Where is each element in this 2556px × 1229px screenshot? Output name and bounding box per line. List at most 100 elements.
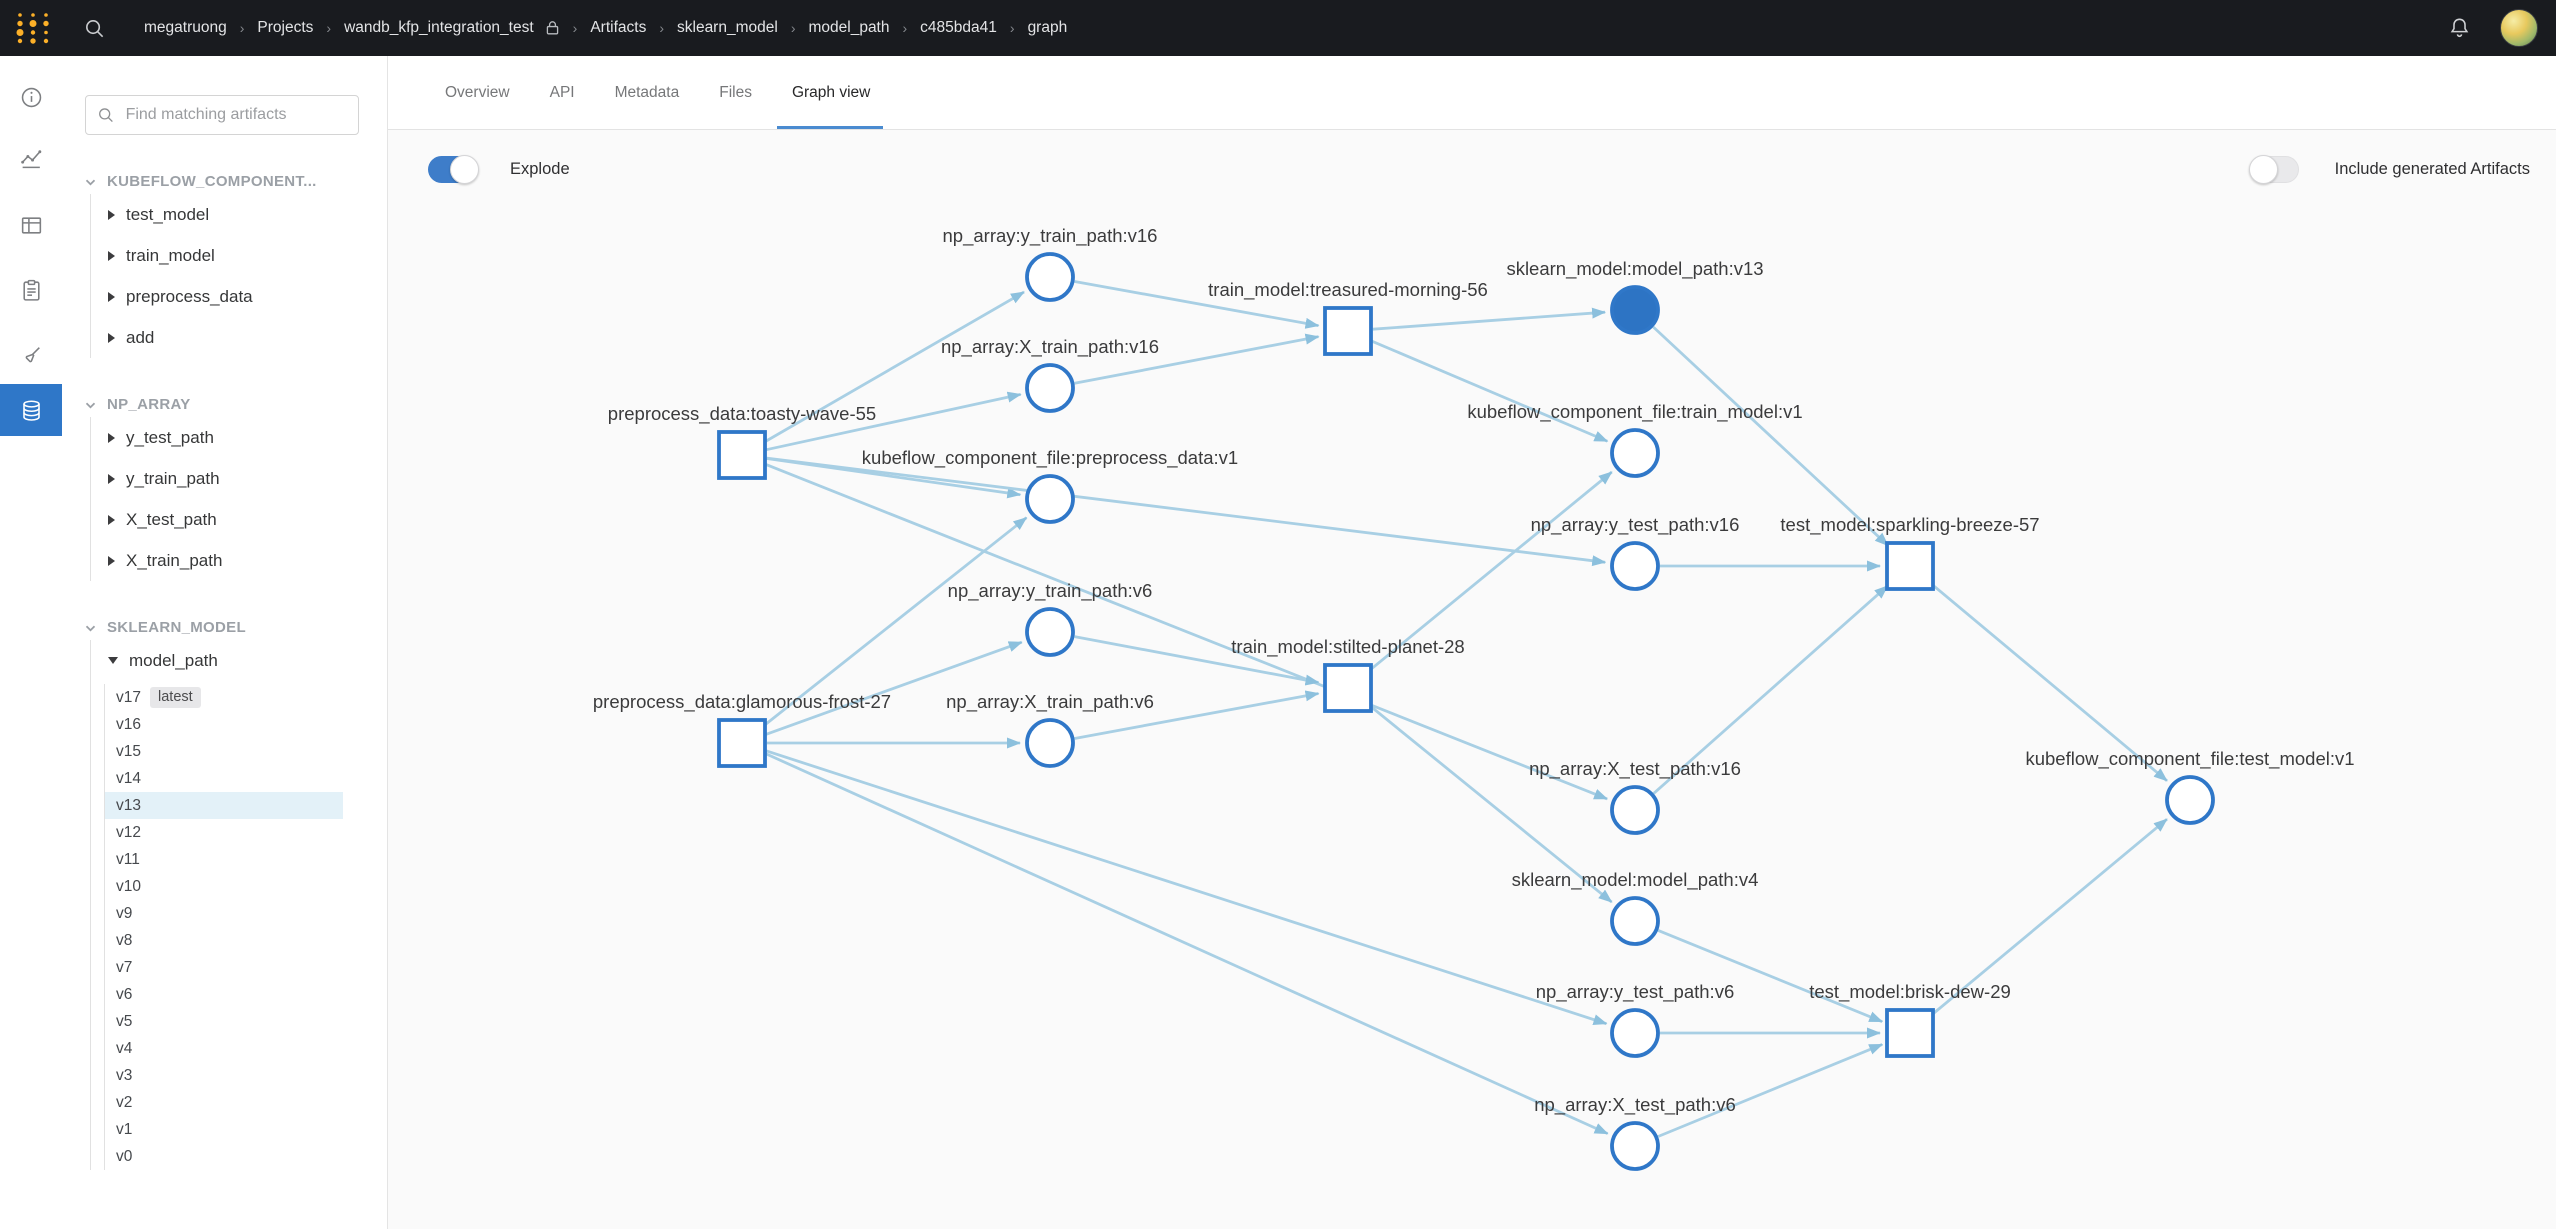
graph-node-stilted[interactable] [1323, 663, 1373, 713]
artifact-search-box[interactable] [85, 95, 359, 135]
graph-node-y_test16[interactable] [1610, 541, 1660, 591]
artifact-sidebar: KUBEFLOW_COMPONENT...test_model train_mod… [62, 56, 388, 1229]
graph-node-glamorous[interactable] [717, 718, 767, 768]
version-row[interactable]: v1 [105, 1116, 343, 1143]
artifact-type-header[interactable]: KUBEFLOW_COMPONENT... [85, 168, 387, 194]
version-row[interactable]: v7 [105, 954, 343, 981]
user-avatar[interactable] [2500, 9, 2538, 47]
rail-item-broom[interactable] [0, 330, 62, 380]
artifact-collection-item[interactable]: train_model [91, 235, 387, 276]
version-row[interactable]: v3 [105, 1062, 343, 1089]
breadcrumb-item[interactable]: Projects [257, 19, 314, 36]
version-row[interactable]: v4 [105, 1035, 343, 1062]
rail-item-clipboard[interactable] [0, 265, 62, 315]
tab-files[interactable]: Files [719, 83, 752, 101]
breadcrumb-separator: › [902, 20, 908, 36]
search-icon[interactable] [83, 17, 106, 40]
breadcrumb-item[interactable]: model_path [808, 19, 890, 36]
breadcrumb-item[interactable]: sklearn_model [677, 19, 778, 36]
artifact-collection-item[interactable]: preprocess_data [91, 276, 387, 317]
graph-node-X_test6[interactable] [1610, 1121, 1660, 1171]
version-row[interactable]: v14 [105, 765, 343, 792]
graph-edge [1074, 280, 1320, 329]
version-row[interactable]: v0 [105, 1143, 343, 1170]
include-generated-toggle[interactable] [2248, 155, 2299, 184]
rail-item-info[interactable] [0, 72, 62, 122]
graph-node-label: np_array:y_train_path:v6 [948, 580, 1153, 602]
artifact-search-input[interactable] [123, 105, 347, 125]
breadcrumb-item[interactable]: megatruong [144, 19, 227, 36]
graph-edge [1928, 580, 2168, 782]
graph-node-y_train6[interactable] [1025, 607, 1075, 657]
tab-overview[interactable]: Overview [445, 83, 510, 101]
artifact-collection-label: model_path [129, 650, 218, 670]
artifact-collection-item[interactable]: y_test_path [91, 417, 387, 458]
version-row[interactable]: v16 [105, 711, 343, 738]
artifact-collection-item[interactable]: test_model [91, 194, 387, 235]
breadcrumb-item[interactable]: Artifacts [590, 19, 647, 36]
artifact-collection-item[interactable]: X_test_path [91, 499, 387, 540]
graph-node-X_train6[interactable] [1025, 718, 1075, 768]
version-row[interactable]: v11 [105, 846, 343, 873]
version-label: v4 [116, 1039, 133, 1057]
version-row[interactable]: v15 [105, 738, 343, 765]
graph-node-test_v1[interactable] [2165, 775, 2215, 825]
tab-metadata[interactable]: Metadata [614, 83, 680, 101]
artifact-type-header[interactable]: SKLEARN_MODEL [85, 614, 387, 640]
rail-item-chart[interactable] [0, 133, 62, 183]
artifact-type-header[interactable]: NP_ARRAY [85, 391, 387, 417]
graph-node-mp_v4[interactable] [1610, 896, 1660, 946]
version-row[interactable]: v6 [105, 981, 343, 1008]
artifact-collection-item[interactable]: X_train_path [91, 540, 387, 581]
version-row[interactable]: v12 [105, 819, 343, 846]
triangle-right-icon [108, 514, 115, 525]
triangle-right-icon [108, 291, 115, 302]
graph-node-label: np_array:X_train_path:v16 [941, 336, 1159, 358]
version-row[interactable]: v13 [105, 792, 343, 819]
tab-graph-view[interactable]: Graph view [776, 56, 884, 129]
rail-item-database[interactable] [0, 384, 62, 436]
rail-item-table[interactable] [0, 200, 62, 250]
tab-api[interactable]: API [549, 83, 575, 101]
graph-edge [766, 391, 1022, 452]
graph-node-brisk[interactable] [1885, 1008, 1935, 1058]
graph-node-X_test16[interactable] [1610, 785, 1660, 835]
breadcrumb-item[interactable]: graph [1027, 19, 1068, 36]
breadcrumb-item[interactable]: wandb_kfp_integration_test [344, 19, 534, 36]
version-row[interactable]: v9 [105, 900, 343, 927]
version-row[interactable]: v5 [105, 1008, 343, 1035]
artifact-graph[interactable]: np_array:y_train_path:v16np_array:X_trai… [388, 130, 2556, 1229]
version-row[interactable]: v2 [105, 1089, 343, 1116]
graph-node-X_train16[interactable] [1025, 363, 1075, 413]
graph-node-toasty[interactable] [717, 430, 767, 480]
artifact-collection-item[interactable]: add [91, 317, 387, 358]
version-row[interactable]: v8 [105, 927, 343, 954]
graph-edge [760, 516, 1028, 729]
artifact-type-label: SKLEARN_MODEL [107, 618, 246, 636]
graph-edge [1074, 635, 1320, 686]
artifact-collection-label: preprocess_data [126, 286, 253, 306]
graph-node-label: np_array:y_test_path:v16 [1531, 514, 1740, 536]
version-row[interactable]: v10 [105, 873, 343, 900]
breadcrumb-separator: › [572, 20, 578, 36]
graph-node-y_train16[interactable] [1025, 252, 1075, 302]
graph-node-sparkling[interactable] [1885, 541, 1935, 591]
graph-node-tm_v1[interactable] [1610, 428, 1660, 478]
graph-node-treasured[interactable] [1323, 306, 1373, 356]
artifact-collection-item[interactable]: y_train_path [91, 458, 387, 499]
notifications-bell-icon[interactable] [2447, 16, 2472, 41]
wandb-logo-icon[interactable] [13, 10, 55, 46]
artifact-collection-item[interactable]: model_path [91, 640, 387, 681]
graph-node-y_test6[interactable] [1610, 1008, 1660, 1058]
artifact-collection-label: train_model [126, 245, 215, 265]
version-label: v7 [116, 958, 133, 976]
graph-node-pp_v1[interactable] [1025, 474, 1075, 524]
graph-node-label: train_model:stilted-planet-28 [1231, 636, 1464, 658]
explode-toggle[interactable] [428, 155, 479, 184]
breadcrumb-item[interactable]: c485bda41 [920, 19, 997, 36]
graph-node-mp_v13[interactable] [1610, 285, 1660, 335]
